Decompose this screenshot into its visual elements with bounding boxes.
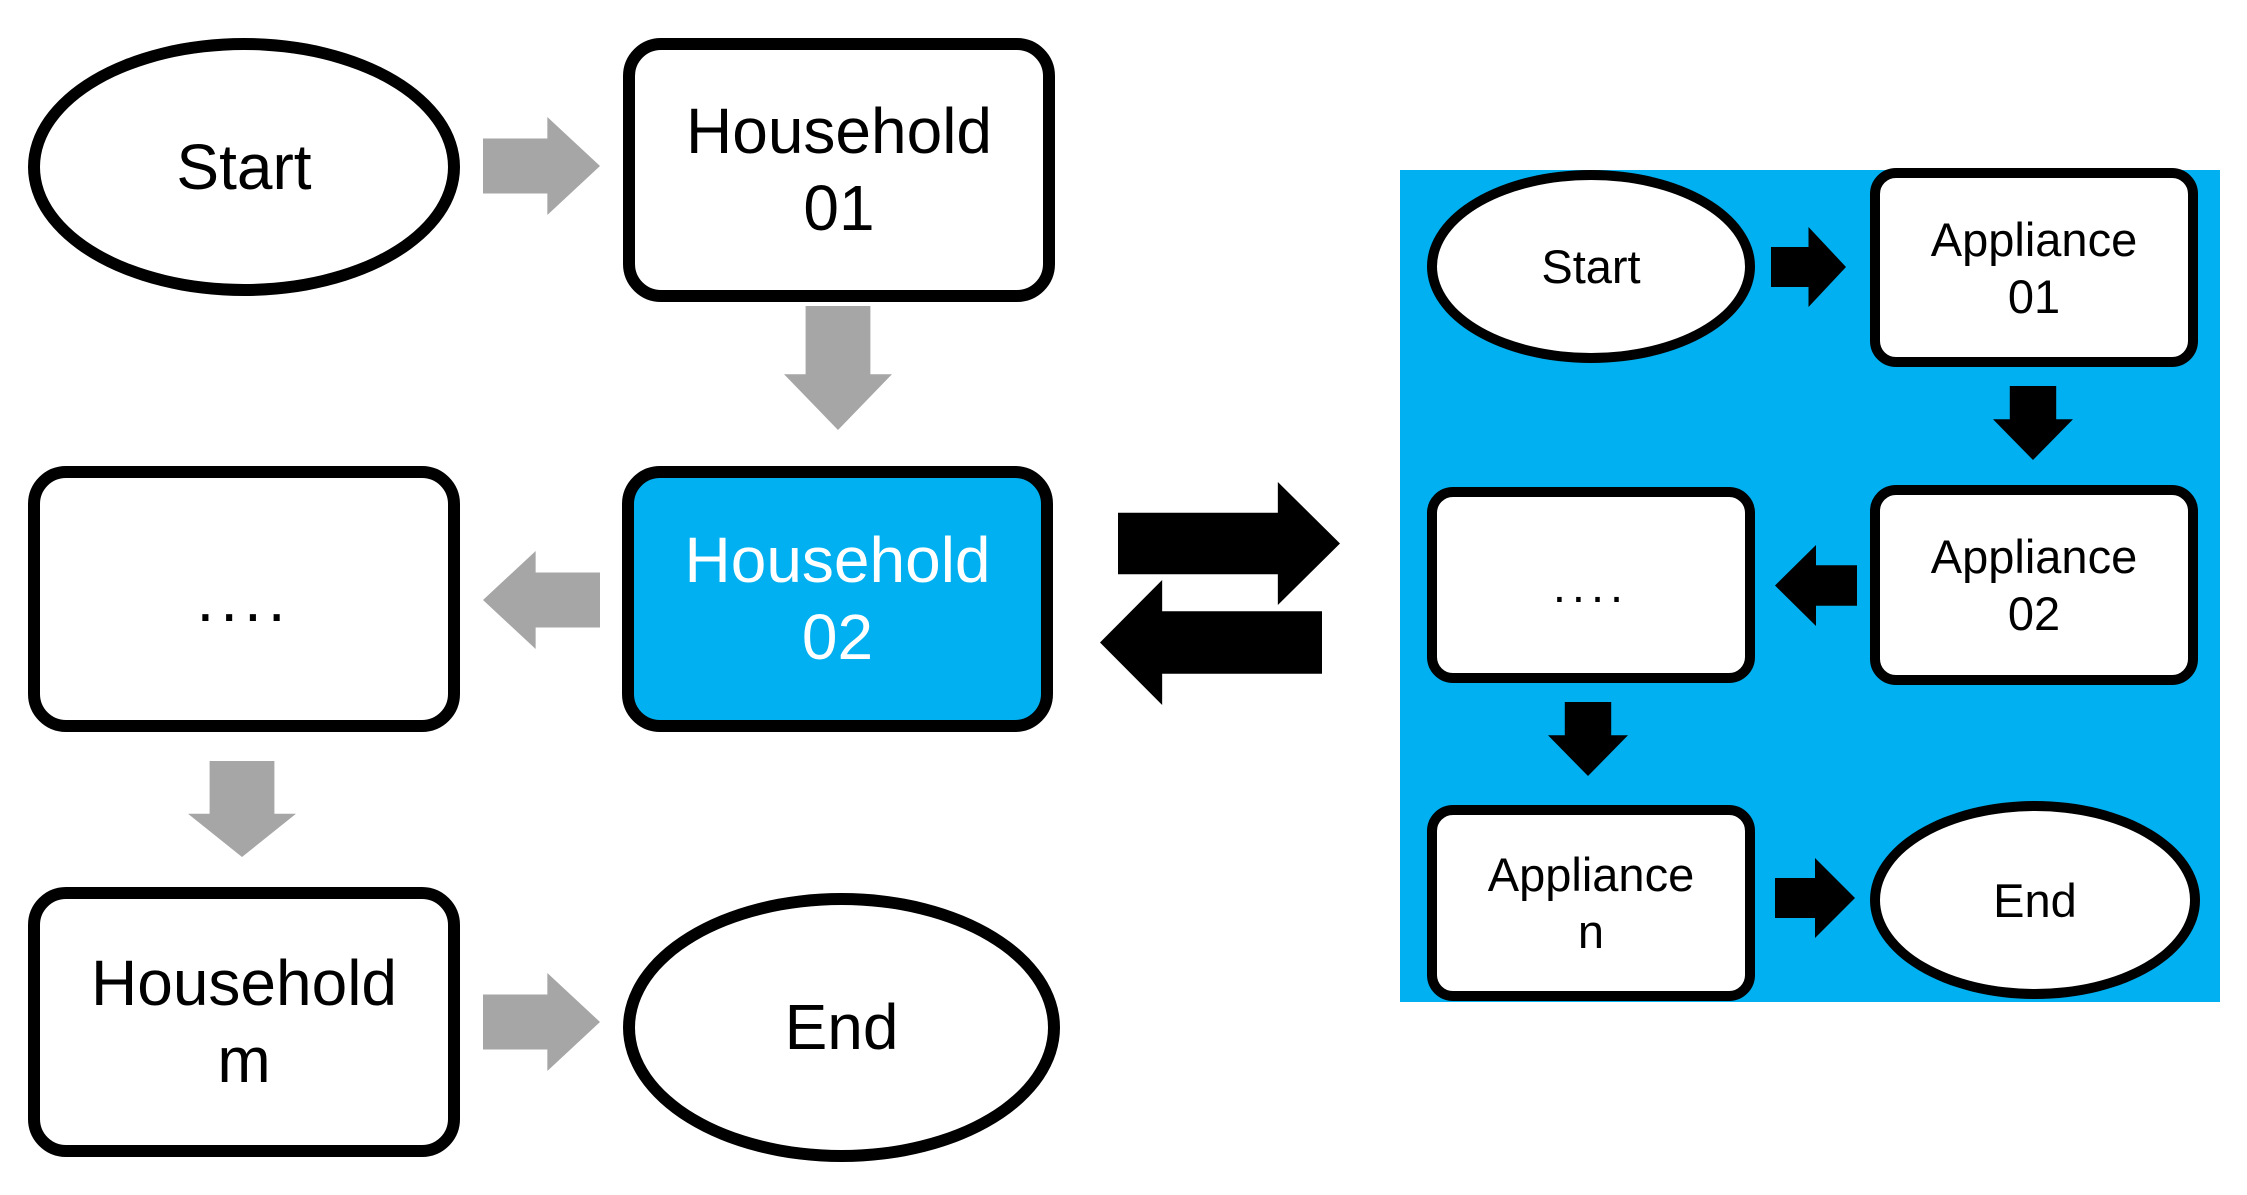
arrow-down-icon	[188, 761, 296, 857]
arrow-right-icon	[483, 973, 600, 1071]
household-02-line2: 02	[801, 601, 874, 673]
arrow-down-icon	[784, 306, 892, 430]
household-m-node: Household m	[28, 887, 460, 1157]
exchange-arrow-left-icon	[1100, 580, 1322, 705]
household-01-line2: 01	[803, 172, 875, 244]
outer-end-ellipse: End	[623, 893, 1060, 1162]
appliance-n-line1: Appliance	[1487, 848, 1695, 901]
outer-start-ellipse: Start	[28, 38, 460, 296]
appliance-02-line2: 02	[2007, 587, 2061, 640]
inner-start-label: Start	[1541, 240, 1641, 293]
household-m-line2: m	[217, 1024, 271, 1096]
inner-ellipsis-label: ....	[1552, 558, 1630, 612]
outer-ellipsis-node: ....	[28, 466, 460, 732]
appliance-n-node: Appliance n	[1427, 805, 1755, 1001]
exchange-arrow-right-icon	[1118, 482, 1340, 605]
household-01-node: Household 01	[623, 38, 1055, 302]
appliance-n-line2: n	[1577, 905, 1605, 958]
household-01-line1: Household	[686, 95, 992, 167]
inner-start-ellipse: Start	[1427, 170, 1755, 363]
appliance-01-node: Appliance 01	[1870, 168, 2198, 367]
arrow-left-icon	[483, 551, 600, 649]
household-02-line1: Household	[684, 524, 991, 596]
household-m-line1: Household	[91, 947, 397, 1019]
appliance-02-node: Appliance 02	[1870, 485, 2198, 685]
inner-ellipsis-node: ....	[1427, 487, 1755, 683]
household-02-node: Household 02	[622, 466, 1053, 732]
inner-end-label: End	[1993, 873, 2077, 927]
outer-end-label: End	[784, 991, 899, 1063]
arrow-right-icon	[483, 117, 600, 215]
outer-start-label: Start	[176, 130, 312, 203]
appliance-02-line1: Appliance	[1930, 530, 2138, 583]
appliance-01-line2: 01	[2007, 269, 2061, 323]
appliance-01-line1: Appliance	[1930, 212, 2138, 266]
inner-end-ellipse: End	[1870, 801, 2200, 999]
outer-ellipsis-label: ....	[196, 562, 292, 635]
